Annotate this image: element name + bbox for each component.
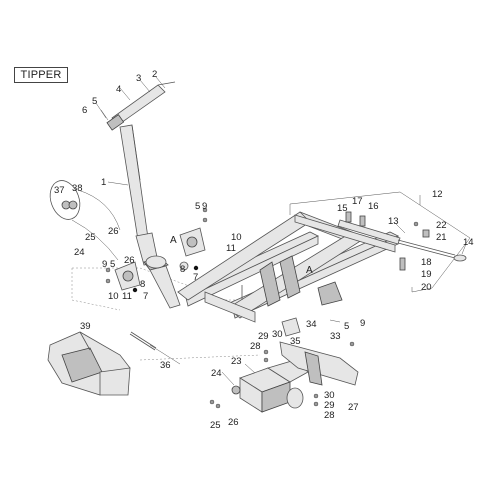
callout-11-left: 11 <box>122 291 132 302</box>
callout-39: 39 <box>80 321 91 332</box>
actuator-bracket <box>263 317 359 407</box>
tipper-cylinder <box>106 81 181 309</box>
title-box: TIPPER <box>14 67 68 83</box>
tipping-bar <box>337 211 467 271</box>
callout-7-left: 7 <box>143 291 148 302</box>
callout-10-left: 10 <box>108 291 119 302</box>
callout-8-left: 8 <box>140 279 145 290</box>
callout-28-top: 28 <box>250 341 261 352</box>
callout-11-mid: 11 <box>226 243 236 254</box>
reference-lines <box>71 191 471 361</box>
callout-5-left: 5 <box>110 259 115 270</box>
callout-5-top: 5 <box>92 96 97 107</box>
callout-28-bottom: 28 <box>324 410 335 421</box>
left-bracket <box>105 261 141 293</box>
callout-29-top: 29 <box>258 331 269 342</box>
callout-33: 33 <box>330 331 341 342</box>
callout-30-top: 30 <box>272 329 283 340</box>
callout-17: 17 <box>352 196 363 207</box>
callout-1: 1 <box>101 177 106 188</box>
callout-6: 6 <box>82 105 87 116</box>
main-frame <box>177 211 399 323</box>
callout-5-mid: 5 <box>195 201 200 212</box>
callout-27: 27 <box>348 402 359 413</box>
callout-34: 34 <box>306 319 317 330</box>
leader-lines <box>95 76 467 386</box>
callout-24-bottom: 24 <box>211 368 222 379</box>
diagram-title: TIPPER <box>20 69 62 81</box>
callout-labels: 2 3 4 5 6 1 37 38 25 26 24 9 5 26 8 10 1… <box>54 69 474 431</box>
callout-23: 23 <box>231 356 242 367</box>
callout-36: 36 <box>160 360 171 371</box>
callout-14: 14 <box>463 237 474 248</box>
bush-detail <box>49 180 121 261</box>
callout-37: 37 <box>54 185 65 196</box>
callout-4: 4 <box>116 84 121 95</box>
callout-29-bottom: 29 <box>324 400 335 411</box>
callout-25-left: 25 <box>85 232 96 243</box>
callout-26-left-top: 26 <box>108 226 119 237</box>
callout-24-left: 24 <box>74 247 85 258</box>
pin-rod <box>129 331 157 351</box>
callout-25-bottom: 25 <box>210 420 221 431</box>
callout-13: 13 <box>388 216 399 227</box>
callout-A-left: A <box>170 235 177 246</box>
callout-9-left: 9 <box>102 259 107 270</box>
callout-21: 21 <box>436 232 447 243</box>
callout-15: 15 <box>337 203 348 214</box>
callout-A-frame: A <box>306 265 313 276</box>
callout-9-right: 9 <box>360 318 365 329</box>
callout-20: 20 <box>421 282 432 293</box>
motor-cover <box>47 331 131 396</box>
electric-actuator <box>209 359 309 413</box>
callout-30-bottom: 30 <box>324 390 335 401</box>
callout-26-bottom: 26 <box>228 417 239 428</box>
callout-3: 3 <box>136 73 141 84</box>
callout-22: 22 <box>436 220 447 231</box>
callout-12: 12 <box>432 189 443 200</box>
callout-16: 16 <box>368 201 379 212</box>
callout-2: 2 <box>152 69 157 80</box>
right-bracket <box>179 207 208 271</box>
callout-8-mid: 8 <box>180 264 185 275</box>
callout-5-right: 5 <box>344 321 349 332</box>
callout-26-left: 26 <box>124 255 135 266</box>
callout-9-mid: 9 <box>202 201 207 212</box>
callout-10-mid: 10 <box>231 232 242 243</box>
callout-7-mid: 7 <box>193 272 198 283</box>
callout-35: 35 <box>290 336 301 347</box>
callout-18: 18 <box>421 257 432 268</box>
callout-19: 19 <box>421 269 432 280</box>
callout-38: 38 <box>72 183 83 194</box>
